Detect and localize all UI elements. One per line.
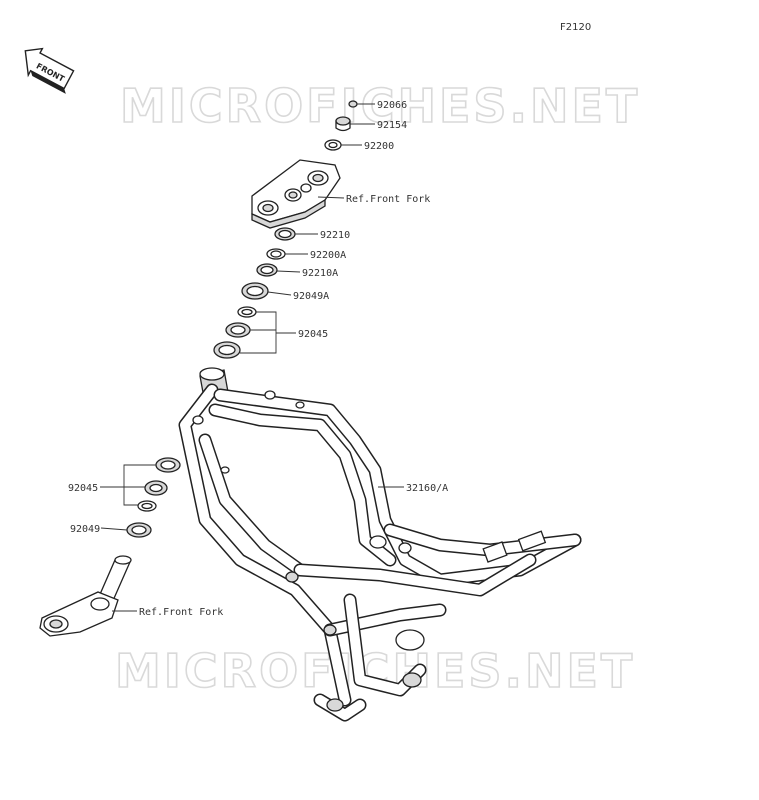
label-92045-upper: 92045 <box>298 329 328 340</box>
watermark-top: MICROFICHES.NET <box>120 79 640 133</box>
bearing-92045-upper-a <box>237 306 257 318</box>
cap-92154 <box>335 116 351 132</box>
label-92049A: 92049A <box>293 291 329 302</box>
leader-lines <box>100 103 404 612</box>
steering-nut-92066 <box>348 100 358 108</box>
bearing-92045-upper-c <box>213 341 241 359</box>
label-92066: 92066 <box>377 100 407 111</box>
label-92045-lower: 92045 <box>68 483 98 494</box>
washer-92200A <box>266 248 286 260</box>
bearing-92045-upper-b <box>225 322 251 338</box>
figure-code: F2120 <box>560 22 591 33</box>
seal-92049A <box>241 282 269 300</box>
bearing-92045-lower-a <box>155 457 181 473</box>
bearing-92045-lower-b <box>144 480 168 496</box>
front-arrow-icon: FRONT <box>24 47 75 94</box>
label-ref-front-fork-lower: Ref.Front Fork <box>139 607 223 618</box>
bearing-92045-lower-c <box>137 500 157 512</box>
frame-32160 <box>178 367 582 722</box>
label-92049: 92049 <box>70 524 100 535</box>
label-92210A: 92210A <box>302 268 338 279</box>
label-32160A: 32160/A <box>406 483 448 494</box>
washer-92200 <box>324 139 342 151</box>
bearing-race-92210 <box>274 227 296 241</box>
upper-triple-clamp <box>251 159 341 229</box>
label-92154: 92154 <box>377 120 407 131</box>
steering-stem <box>39 555 132 637</box>
label-92210: 92210 <box>320 230 350 241</box>
bearing-race-92210A <box>256 263 278 277</box>
seal-92049 <box>126 522 152 538</box>
label-92200A: 92200A <box>310 250 346 261</box>
label-ref-front-fork-upper: Ref.Front Fork <box>346 194 430 205</box>
label-92200: 92200 <box>364 141 394 152</box>
